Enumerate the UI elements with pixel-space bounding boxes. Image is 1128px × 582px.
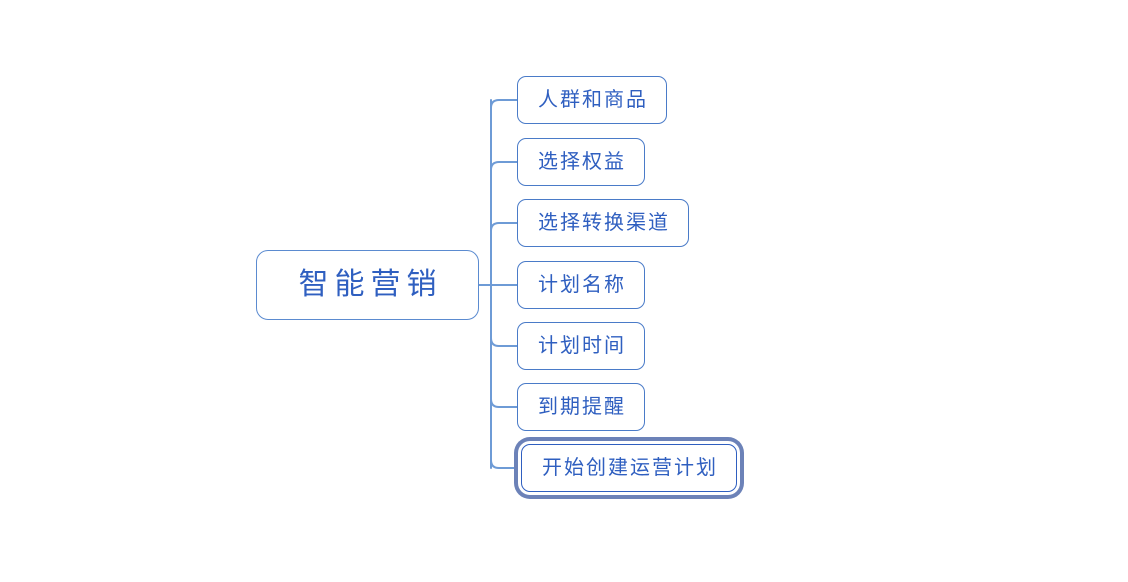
root-node-label: 智能营销 xyxy=(298,268,443,301)
node-label: 人群和商品 xyxy=(538,89,648,111)
connector-branch-3 xyxy=(490,222,518,232)
node-label: 选择权益 xyxy=(538,151,626,173)
mindmap-node-xuanzezhuanhuanqudao[interactable]: 选择转换渠道 xyxy=(517,199,689,247)
node-label: 计划时间 xyxy=(538,335,626,357)
connector-branch-1 xyxy=(490,99,518,109)
node-label: 到期提醒 xyxy=(538,396,626,418)
connector-branch-7 xyxy=(490,459,518,469)
connector-branch-6 xyxy=(490,398,518,408)
mindmap-node-kaishichuangjianyunyingjihua[interactable]: 开始创建运营计划 xyxy=(521,444,737,492)
connector-branch-5 xyxy=(490,337,518,347)
mindmap-node-jihuashijian[interactable]: 计划时间 xyxy=(517,322,645,370)
node-label: 开始创建运营计划 xyxy=(542,457,718,479)
node-label: 计划名称 xyxy=(538,274,626,296)
mindmap-node-jihuamingcheng[interactable]: 计划名称 xyxy=(517,261,645,309)
mindmap-node-renqunheshangpin[interactable]: 人群和商品 xyxy=(517,76,667,124)
mindmap-node-xuanzequanyi[interactable]: 选择权益 xyxy=(517,138,645,186)
mindmap-root-node[interactable]: 智能营销 xyxy=(256,250,479,320)
mindmap-node-daoqitixing[interactable]: 到期提醒 xyxy=(517,383,645,431)
node-label: 选择转换渠道 xyxy=(538,212,670,234)
connector-branch-2 xyxy=(490,161,518,171)
